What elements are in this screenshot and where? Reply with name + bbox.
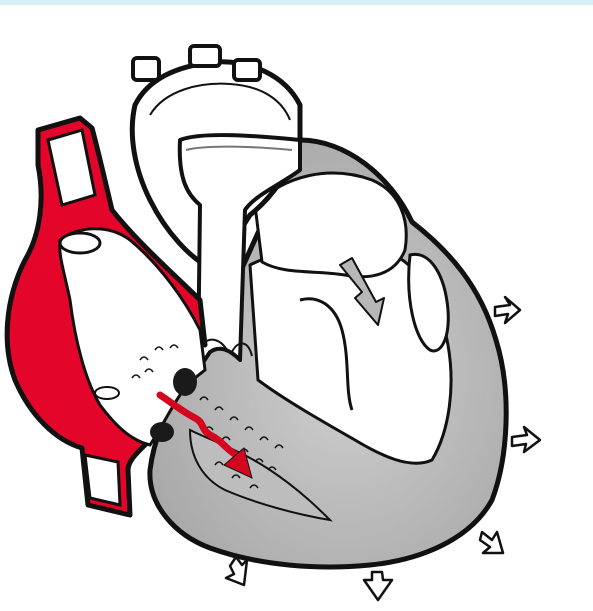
coronary-sinus-opening xyxy=(60,233,100,253)
outflow-arrow-icon xyxy=(226,557,247,585)
septal-defect-upper xyxy=(173,368,197,396)
vessel-stub-2 xyxy=(190,46,220,66)
vessel-stub-1 xyxy=(133,58,159,80)
vessel-stub-3 xyxy=(234,60,260,80)
inferior-vena-cava-opening xyxy=(85,455,120,505)
small-orifice xyxy=(95,387,119,399)
outflow-arrow-icon xyxy=(495,297,520,323)
outflow-arrow-icon xyxy=(480,532,503,553)
outflow-arrow-icon xyxy=(512,427,540,452)
outflow-arrow-icon xyxy=(364,572,392,600)
septal-defect-lower xyxy=(150,422,174,442)
